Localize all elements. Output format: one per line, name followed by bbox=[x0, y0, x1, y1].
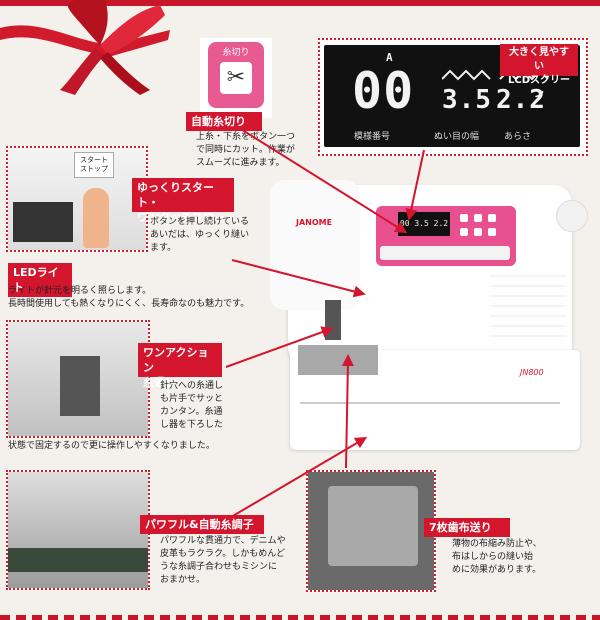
machine-needle-plate bbox=[298, 345, 378, 375]
needle-plate-image bbox=[328, 486, 418, 566]
slow-start-label: ゆっくりスタート・ ワンタッチスロー bbox=[132, 178, 234, 224]
denim-fabric-image bbox=[8, 548, 148, 572]
panel-button-3[interactable] bbox=[488, 214, 496, 222]
lcd-mode: A bbox=[386, 51, 394, 64]
handwheel[interactable] bbox=[556, 200, 588, 232]
finger-image bbox=[83, 188, 109, 248]
cutter-box: 糸切り ✂ bbox=[200, 38, 272, 118]
panel-button-6[interactable] bbox=[488, 228, 496, 236]
threader-label: ワンアクション 糸通し bbox=[138, 343, 222, 389]
stitch-chart bbox=[490, 275, 566, 345]
lcd-width-value: 3.5 bbox=[442, 85, 492, 115]
lcd-label: 大きく見やすい LCDスクリーン bbox=[500, 44, 578, 100]
tension-box bbox=[6, 470, 150, 590]
feed-desc: 薄物の布縮み防止や、 布はしからの縫い始 めに効果があります。 bbox=[452, 539, 542, 575]
ruler-line bbox=[300, 402, 560, 404]
cutter-button-image: 糸切り ✂ bbox=[208, 42, 264, 108]
start-stop-button: スタート ストップ bbox=[74, 152, 114, 178]
panel-button-2[interactable] bbox=[474, 214, 482, 222]
lcd-caption-pattern: 模様番号 bbox=[354, 132, 391, 142]
bottom-border bbox=[0, 615, 600, 620]
cutter-button-text: 糸切り bbox=[222, 48, 250, 58]
lcd-caption-width: ぬい目の幅 bbox=[434, 132, 480, 142]
presser-foot-image bbox=[13, 202, 73, 242]
cutter-desc: 上糸・下糸をボタン一つ で同時にカット。作業が スムーズに進みます。 bbox=[196, 132, 296, 168]
lcd-screen: A 00 3.5 2.2 模様番号 ぬい目の幅 あらさ bbox=[324, 45, 580, 147]
machine-brand: JANOME bbox=[296, 218, 333, 227]
led-desc: ライトが針元を明るく照らします。 長時間使用しても熱くなりにくく、長寿命なのも魅… bbox=[8, 286, 250, 309]
top-border bbox=[0, 0, 600, 6]
led-label: LEDライト bbox=[8, 263, 72, 297]
panel-button-row bbox=[380, 246, 510, 260]
lcd-pattern-number: 00 bbox=[352, 62, 415, 120]
feed-label: 7枚歯布送り bbox=[424, 518, 510, 537]
threader-desc-tail: 状態で固定するので更に操作しやすくなりました。 bbox=[8, 441, 215, 451]
slow-start-desc: ボタンを押し続けている あいだは、ゆっくり縫い ます。 bbox=[150, 217, 250, 253]
ribbon-decoration bbox=[0, 0, 170, 95]
lcd-caption-length: あらさ bbox=[504, 132, 532, 142]
tension-label: パワフル&自動糸調子 bbox=[140, 515, 264, 534]
panel-button-1[interactable] bbox=[460, 214, 468, 222]
panel-button-4[interactable] bbox=[460, 228, 468, 236]
panel-button-5[interactable] bbox=[474, 228, 482, 236]
needle-bar-image bbox=[60, 356, 100, 416]
tension-desc: パワフルな貫通力で、デニムや 皮革もラクラク。しかもめんど うな糸調子合わせもミ… bbox=[160, 536, 286, 585]
cutter-label: 自動糸切り bbox=[186, 112, 262, 131]
feed-box bbox=[306, 470, 436, 592]
scissors-icon: ✂ bbox=[220, 62, 252, 94]
lcd-length-value: 2.2 bbox=[496, 85, 546, 115]
slow-start-box: スタート ストップ bbox=[6, 146, 148, 252]
threader-desc: 針穴への糸通し も片手でサッと カンタン。糸通 し器を下ろした bbox=[160, 381, 224, 430]
machine-model: JN800 bbox=[520, 368, 544, 377]
threader-box bbox=[6, 320, 150, 438]
